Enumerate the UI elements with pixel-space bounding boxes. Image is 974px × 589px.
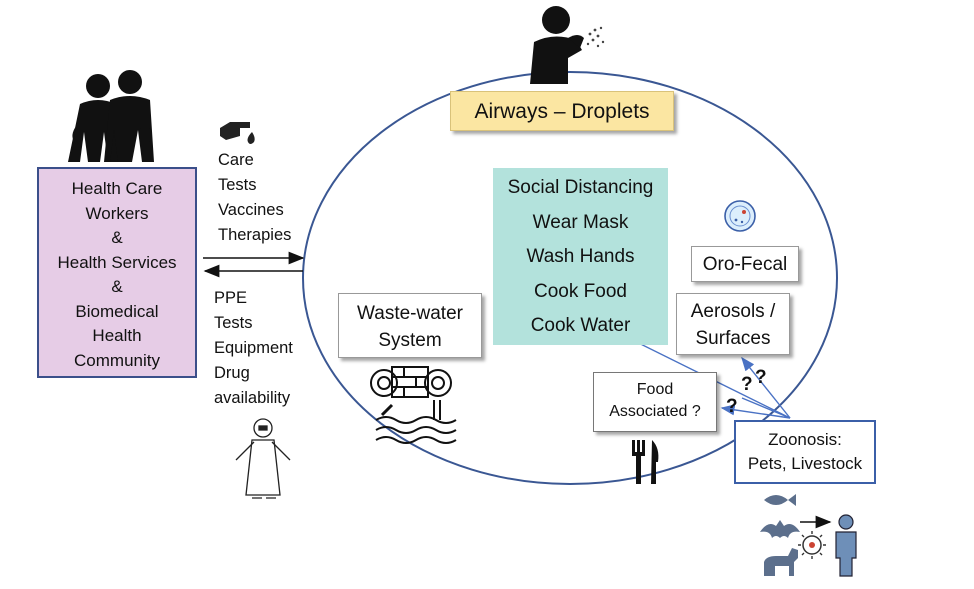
oro-fecal-box: Oro-Fecal: [691, 246, 799, 282]
prevention-box: Social Distancing Wear Mask Wash Hands C…: [493, 168, 668, 345]
health-workers-icon: [68, 70, 154, 162]
virus-icon: [724, 200, 756, 232]
aerosols-surfaces-box: Aerosols / Surfaces: [676, 293, 790, 355]
prevention-item: Wash Hands: [526, 246, 635, 267]
prevention-item: Social Distancing: [507, 177, 654, 198]
virus-small-icon: [798, 531, 826, 559]
dog-icon: [764, 548, 798, 576]
prevention-item: Wear Mask: [532, 211, 629, 233]
list-item: Care: [218, 151, 254, 169]
question-mark: ?: [741, 374, 753, 395]
wastewater-line: System: [378, 330, 442, 351]
food-line: Associated ?: [609, 403, 701, 420]
pointing-hand-icon: [220, 122, 255, 144]
airways-droplets-box: Airways – Droplets: [450, 91, 674, 131]
health-care-line: Biomedical: [75, 301, 159, 321]
health-care-line: Workers: [85, 203, 149, 223]
list-item: Tests: [218, 176, 257, 194]
fork-knife-icon: [632, 440, 659, 484]
list-item: Vaccines: [218, 201, 284, 219]
aerosols-line: Aerosols /: [690, 301, 776, 322]
bat-icon: [760, 520, 800, 538]
list-item: availability: [214, 389, 291, 407]
health-care-line: &: [111, 228, 123, 247]
transmission-ellipse: [302, 71, 838, 485]
person-icon: [835, 514, 857, 577]
services-to-community-list: Care Tests Vaccines Therapies: [218, 148, 291, 248]
zoonosis-line: Pets, Livestock: [747, 454, 863, 473]
arrow-zoonosis-to-food: [720, 404, 791, 419]
zoonosis-line: Zoonosis:: [768, 430, 842, 449]
list-item: Therapies: [218, 226, 292, 244]
ppe-person-icon: [235, 418, 291, 499]
fish-icon: [764, 494, 796, 506]
list-item: Drug: [214, 364, 250, 382]
prevention-item: Cook Water: [530, 315, 631, 336]
aerosols-line: Surfaces: [695, 328, 771, 349]
list-item: PPE: [214, 289, 248, 307]
health-care-line: &: [111, 277, 123, 296]
list-item: Equipment: [214, 339, 293, 357]
coughing-person-icon: [530, 6, 605, 84]
zoonosis-box: Zoonosis: Pets, Livestock: [734, 420, 876, 484]
wastewater-pipes-icon: [370, 366, 457, 444]
health-care-line: Community: [74, 350, 160, 370]
health-care-line: Health: [92, 326, 142, 345]
question-mark: ?: [755, 367, 767, 388]
wastewater-system-box: Waste-water System: [338, 293, 482, 358]
health-care-line: Health Services: [57, 252, 177, 272]
health-care-box: Health Care Workers & Health Services & …: [37, 167, 197, 378]
arrow-zoonosis-branch: [741, 397, 791, 419]
wastewater-line: Waste-water: [357, 303, 463, 324]
food-associated-box: Food Associated ?: [593, 372, 717, 432]
prevention-item: Cook Food: [534, 280, 627, 302]
supplies-needed-list: PPE Tests Equipment Drug availability: [214, 286, 293, 411]
question-mark: ?: [726, 396, 738, 417]
list-item: Tests: [214, 314, 253, 332]
food-line: Food: [636, 381, 674, 398]
health-care-line: Health Care: [71, 179, 163, 198]
arrow-zoonosis-to-aerosols: [741, 356, 791, 419]
